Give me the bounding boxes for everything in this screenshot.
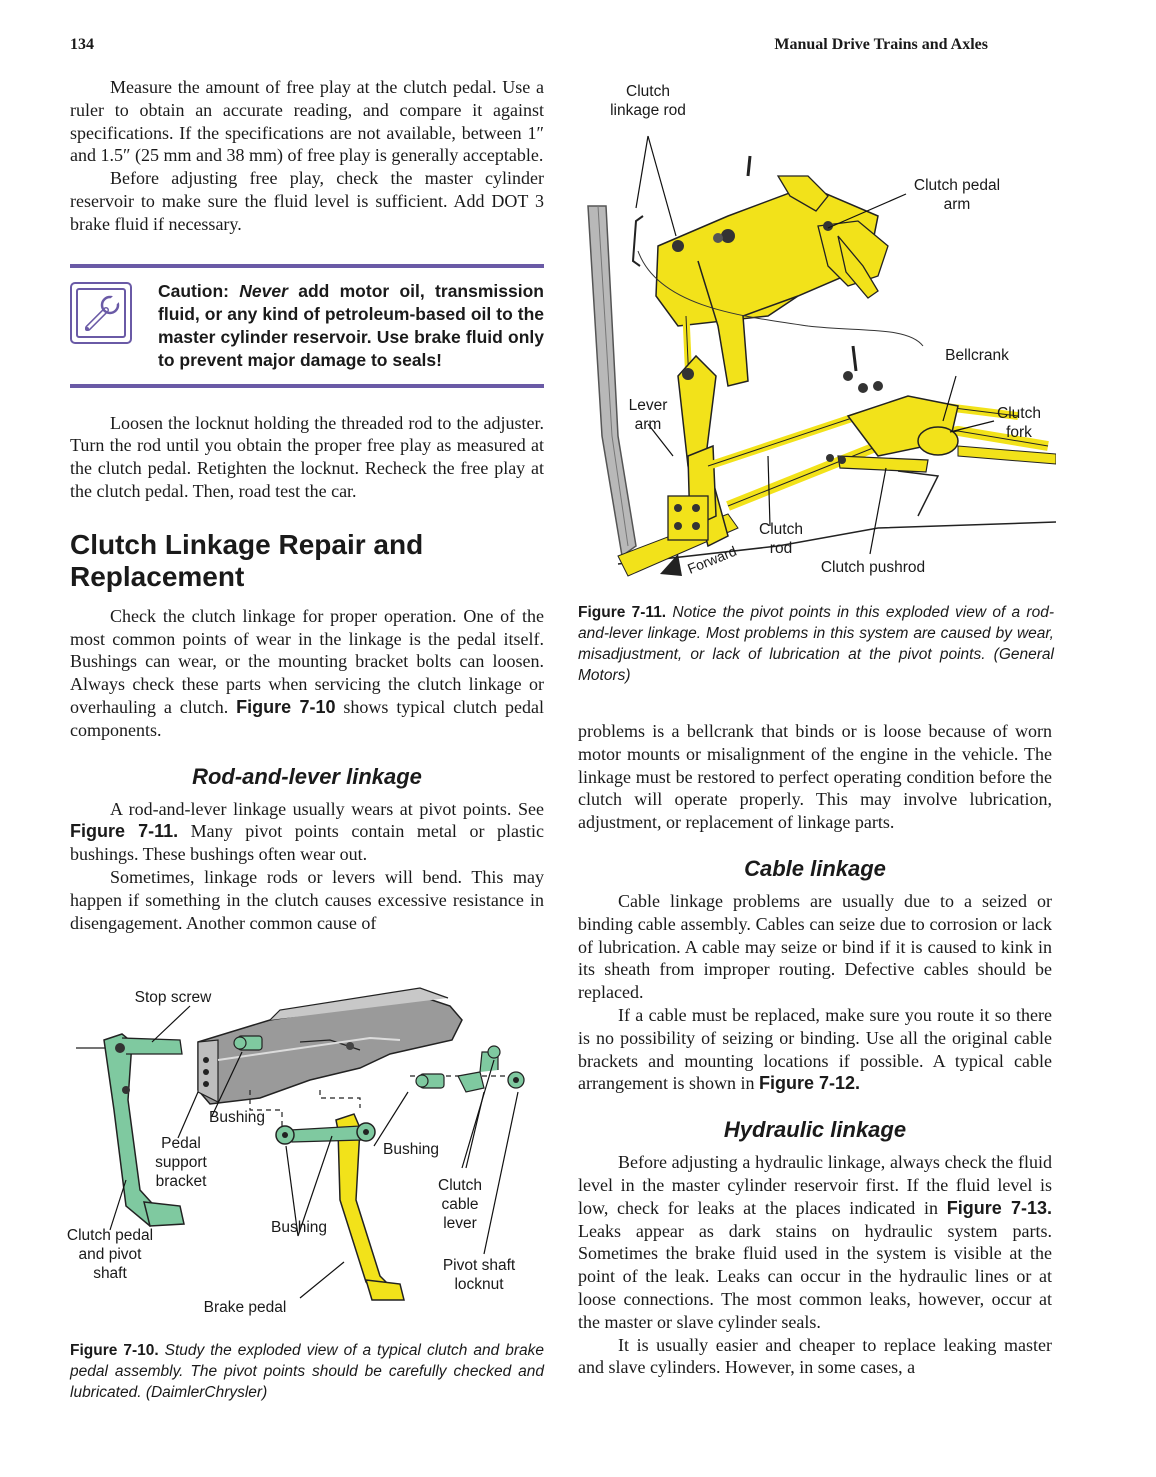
linkage-illustration: Forward bbox=[587, 135, 1056, 577]
figure-reference[interactable]: Figure 7-13. bbox=[946, 1197, 1053, 1218]
paragraph: Loosen the locknut holding the threaded … bbox=[70, 412, 544, 501]
paragraph: Before adjusting a hydraulic linkage, al… bbox=[578, 1151, 1052, 1333]
leader-lines bbox=[635, 135, 995, 555]
left-column: Measure the amount of free play at the c… bbox=[70, 76, 544, 934]
caption-number: Figure 7-11. bbox=[578, 604, 667, 621]
figure-reference[interactable]: Figure 7-11. bbox=[70, 821, 179, 842]
label-brake-pedal: Brake pedal bbox=[203, 1299, 287, 1316]
label-bushing-right: Bushing bbox=[382, 1141, 439, 1158]
label-bushing-top: Bushing bbox=[208, 1109, 265, 1126]
paragraph-text: Leaks appear as dark stains on hydraulic… bbox=[578, 1220, 1052, 1332]
subheading: Cable linkage bbox=[744, 855, 886, 881]
figure-7-10-caption: Figure 7-10. Study the exploded view of … bbox=[70, 1340, 544, 1403]
label-clutch-pushrod: Clutch pushrod bbox=[820, 559, 926, 576]
subheading: Rod-and-lever linkage bbox=[192, 763, 422, 789]
subheading: Hydraulic linkage bbox=[723, 1117, 907, 1143]
wrench-icon bbox=[70, 281, 132, 344]
paragraph-text: shows typical clutch pedal components. bbox=[70, 696, 545, 740]
pedal-assembly-illustration bbox=[76, 987, 525, 1301]
paragraph-text: A rod-and-lever linkage usually wears at… bbox=[110, 798, 544, 819]
label-pedal-support-bracket: Pedal support bracket bbox=[155, 1135, 207, 1190]
leader-lines bbox=[109, 1005, 519, 1299]
label-bushing-bottom: Bushing bbox=[270, 1219, 327, 1236]
paragraph: Cable linkage problems are usually due t… bbox=[578, 890, 1052, 1003]
figure-7-10: Stop screw Bushing Pedal support bracket… bbox=[67, 980, 548, 1320]
caution-text: Caution: Never add motor oil, transmissi… bbox=[70, 280, 544, 372]
paragraph: Sometimes, linkage rods or levers will b… bbox=[70, 866, 544, 933]
paragraph: problems is a bellcrank that binds or is… bbox=[578, 721, 1052, 833]
paragraph: Before adjusting free play, check the ma… bbox=[70, 168, 544, 234]
caution-box: Caution: Never add motor oil, transmissi… bbox=[70, 263, 544, 388]
paragraph: It is usually easier and cheaper to repl… bbox=[578, 1334, 1052, 1378]
section-heading: Clutch Linkage Repair and Replacement bbox=[70, 528, 424, 592]
caption-text: Study the exploded view of a typical clu… bbox=[70, 1342, 544, 1401]
label-pivot-shaft-locknut: Pivot shaft locknut bbox=[442, 1257, 516, 1293]
figure-reference[interactable]: Figure 7-10 bbox=[236, 696, 336, 717]
caution-label: Caution: bbox=[158, 280, 229, 301]
label-clutch-pedal-arm: Clutch pedal arm bbox=[913, 177, 1001, 213]
label-clutch-pedal-pivot-shaft: Clutch pedal and pivot shaft bbox=[66, 1227, 154, 1282]
label-clutch-rod: Clutch rod bbox=[759, 521, 803, 557]
caption-text: Notice the pivot points in this exploded… bbox=[578, 604, 1054, 684]
caption-number: Figure 7-10. bbox=[70, 1342, 159, 1359]
paragraph: A rod-and-lever linkage usually wears at… bbox=[70, 798, 544, 866]
paragraph: Check the clutch linkage for proper oper… bbox=[70, 605, 544, 742]
figure-7-11-caption: Figure 7-11. Notice the pivot points in … bbox=[578, 602, 1054, 686]
figure-7-11: Forward Clutch linkage rod Clutch pedal … bbox=[578, 76, 1056, 596]
right-column: problems is a bellcrank that binds or is… bbox=[578, 720, 1052, 1379]
page-number: 134 bbox=[70, 36, 94, 53]
label-clutch-fork: Clutch fork bbox=[997, 405, 1041, 441]
label-clutch-cable-lever: Clutch cable lever bbox=[438, 1177, 482, 1232]
paragraph: Measure the amount of free play at the c… bbox=[70, 77, 544, 166]
paragraph-text: If a cable must be replaced, make sure y… bbox=[578, 1004, 1052, 1094]
running-head: Manual Drive Trains and Axles bbox=[774, 36, 988, 53]
label-bellcrank: Bellcrank bbox=[945, 347, 1009, 364]
figure-reference[interactable]: Figure 7-12. bbox=[758, 1073, 860, 1094]
caution-body: add motor oil, transmission fluid, or an… bbox=[158, 280, 544, 370]
caution-emphasis: Never bbox=[239, 280, 288, 301]
paragraph-text: Check the clutch linkage for proper oper… bbox=[70, 605, 544, 717]
paragraph-text: Before adjusting a hydraulic linkage, al… bbox=[578, 1152, 1052, 1218]
paragraph: If a cable must be replaced, make sure y… bbox=[578, 1004, 1052, 1095]
label-lever-arm: Lever arm bbox=[628, 397, 668, 433]
label-clutch-linkage-rod: Clutch linkage rod bbox=[610, 83, 686, 119]
label-stop-screw: Stop screw bbox=[134, 989, 212, 1006]
paragraph-text: Many pivot points contain metal or plast… bbox=[70, 821, 544, 865]
